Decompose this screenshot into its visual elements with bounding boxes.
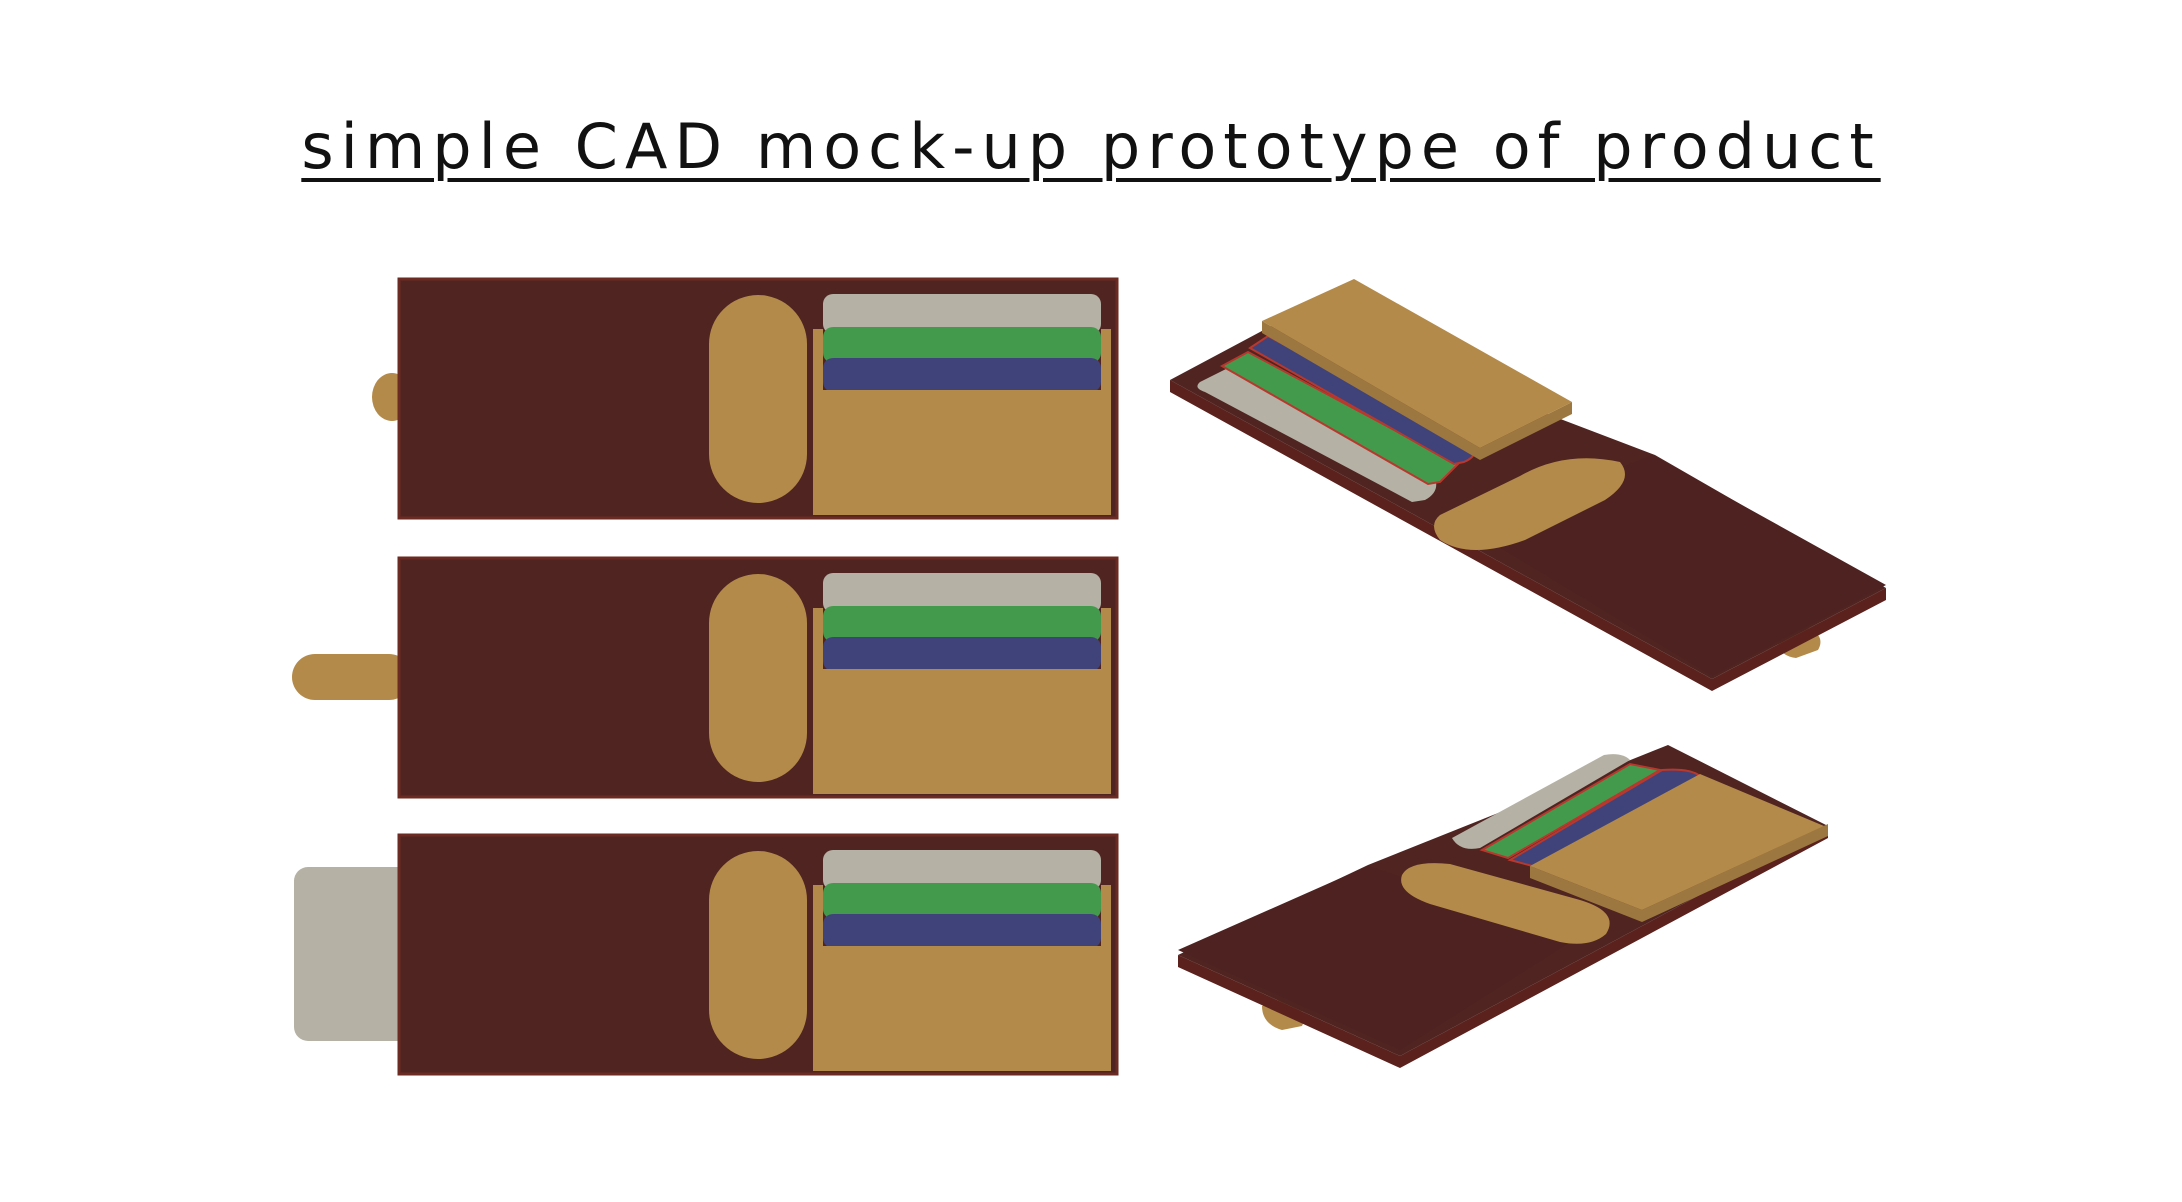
card-blue xyxy=(823,358,1101,392)
pull-tab-extended xyxy=(292,654,412,700)
card-pocket xyxy=(1530,774,1824,910)
thumb-slot xyxy=(1434,458,1625,550)
thumb-slot xyxy=(709,574,807,782)
card-green xyxy=(1219,350,1460,486)
thumb-slot xyxy=(1401,863,1610,944)
card-pocket xyxy=(813,885,1111,1071)
card-blue xyxy=(823,637,1101,671)
card-green xyxy=(823,883,1101,919)
card-green xyxy=(823,327,1101,363)
wallet-front-view-tab-extended xyxy=(292,556,1119,799)
card-grey xyxy=(1197,366,1437,502)
card-pocket xyxy=(813,608,1111,794)
card-grey xyxy=(823,573,1101,613)
card-grey xyxy=(823,850,1101,890)
thumb-slot xyxy=(709,295,807,503)
slide-title: simple CAD mock-up prototype of product xyxy=(301,110,1881,183)
wallet-isometric-view-bottom xyxy=(1178,745,1828,1068)
card-pocket xyxy=(813,329,1111,515)
card-pocket-side xyxy=(1530,824,1828,922)
wallet-front-view-tab-retracted xyxy=(372,277,1119,520)
card-blue xyxy=(823,914,1101,948)
card-grey xyxy=(823,294,1101,334)
wallet-isometric-view-top xyxy=(1170,279,1886,691)
ejected-card xyxy=(294,867,424,1041)
card-pocket xyxy=(1262,279,1572,448)
card-grey xyxy=(1452,754,1630,849)
wallet-front-view-card-ejected xyxy=(294,833,1119,1076)
card-green xyxy=(1479,762,1663,860)
card-green xyxy=(823,606,1101,642)
thumb-slot xyxy=(709,851,807,1059)
